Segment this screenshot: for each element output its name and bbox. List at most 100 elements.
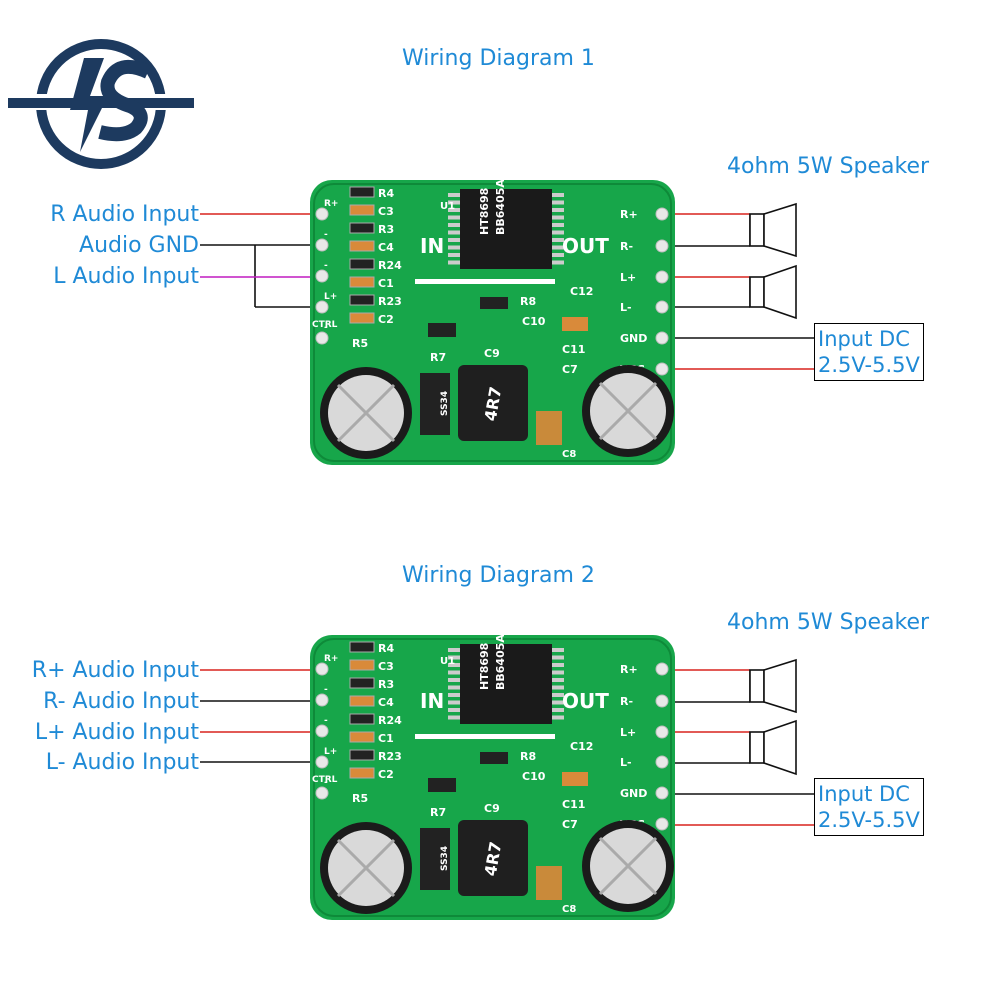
component-label: R24 bbox=[378, 714, 402, 727]
left-pad bbox=[315, 331, 329, 345]
c10-label: C10 bbox=[522, 315, 546, 328]
in-label: IN bbox=[420, 234, 444, 258]
right-pad bbox=[655, 662, 669, 676]
chip-text-1: HT8698 bbox=[478, 188, 491, 235]
right-pad bbox=[655, 270, 669, 284]
right-pad bbox=[655, 786, 669, 800]
d2-label-l-minus: L- Audio Input bbox=[45, 750, 199, 775]
c7-label: C7 bbox=[562, 818, 578, 831]
right-pad bbox=[655, 725, 669, 739]
brand-logo bbox=[8, 39, 194, 169]
component-label: C3 bbox=[378, 660, 394, 673]
smd-part bbox=[349, 731, 375, 743]
smd-part bbox=[349, 695, 375, 707]
diagram2-speaker-label: 4ohm 5W Speaker bbox=[727, 610, 930, 635]
tantalum-c8 bbox=[536, 411, 562, 445]
d1-label-r-audio-input: R Audio Input bbox=[50, 202, 199, 227]
d1-label-l-audio-input: L Audio Input bbox=[53, 264, 199, 289]
inductor bbox=[458, 820, 528, 896]
r7-label: R7 bbox=[430, 806, 446, 819]
d2-dc-line2: 2.5V-5.5V bbox=[818, 808, 920, 832]
r7-label: R7 bbox=[430, 351, 446, 364]
component-label: C2 bbox=[378, 768, 394, 781]
component-label: C1 bbox=[378, 277, 394, 290]
smd-part bbox=[349, 222, 375, 234]
left-pad bbox=[315, 300, 329, 314]
d2-speaker-right-icon bbox=[749, 658, 797, 714]
u1-label: U1 bbox=[440, 656, 455, 667]
d1-dc-input-box: Input DC 2.5V-5.5V bbox=[814, 323, 924, 381]
smd-r6 bbox=[428, 323, 456, 337]
right-pad bbox=[655, 362, 669, 376]
c12-label: C12 bbox=[570, 740, 593, 753]
right-pin-label: R+ bbox=[620, 208, 638, 221]
out-label: OUT bbox=[562, 234, 609, 258]
chip-text-1: HT8698 bbox=[478, 643, 491, 690]
c9-label: C9 bbox=[484, 802, 500, 815]
d2-label-r-plus: R+ Audio Input bbox=[31, 658, 199, 683]
r8-label: R8 bbox=[520, 750, 536, 763]
component-label: R23 bbox=[378, 750, 402, 763]
component-label: R4 bbox=[378, 642, 394, 655]
u1-label: U1 bbox=[440, 201, 455, 212]
component-label: R24 bbox=[378, 259, 402, 272]
c10-label: C10 bbox=[522, 770, 546, 783]
component-label: C1 bbox=[378, 732, 394, 745]
left-pin-label: L+ bbox=[324, 292, 337, 302]
c9-label: C9 bbox=[484, 347, 500, 360]
smd-part bbox=[349, 677, 375, 689]
tantalum-c8 bbox=[536, 866, 562, 900]
d1-speaker-left-icon bbox=[749, 264, 797, 320]
right-pad bbox=[655, 207, 669, 221]
smd-part bbox=[349, 186, 375, 198]
right-pin-label: GND bbox=[620, 332, 647, 345]
smd-part bbox=[349, 240, 375, 252]
component-label: R3 bbox=[378, 223, 394, 236]
component-label: R4 bbox=[378, 187, 394, 200]
smd-part bbox=[349, 641, 375, 653]
left-pin-label: R+ bbox=[324, 199, 338, 209]
diagram1-speaker-label: 4ohm 5W Speaker bbox=[727, 154, 930, 179]
smd-part bbox=[349, 659, 375, 671]
smd-part bbox=[349, 713, 375, 725]
left-pad bbox=[315, 786, 329, 800]
left-pad bbox=[315, 238, 329, 252]
right-pin-label: GND bbox=[620, 787, 647, 800]
right-pin-label: L+ bbox=[620, 726, 636, 739]
chip-text-2: BB6405A bbox=[494, 634, 507, 690]
right-pad bbox=[655, 694, 669, 708]
c7-label: C7 bbox=[562, 363, 578, 376]
left-pad bbox=[315, 755, 329, 769]
left-pin-label: - bbox=[324, 261, 328, 271]
right-pad bbox=[655, 755, 669, 769]
diagram1-title: Wiring Diagram 1 bbox=[402, 46, 595, 71]
right-pad bbox=[655, 300, 669, 314]
smd-r8 bbox=[480, 297, 508, 309]
component-label: C2 bbox=[378, 313, 394, 326]
right-pad bbox=[655, 817, 669, 831]
smd-r6 bbox=[428, 778, 456, 792]
diagram2-title: Wiring Diagram 2 bbox=[402, 563, 595, 588]
right-pad bbox=[655, 331, 669, 345]
r5-label: R5 bbox=[352, 792, 368, 805]
diode-ss34 bbox=[420, 373, 450, 435]
c8-label: C8 bbox=[562, 904, 576, 915]
cap-c11 bbox=[562, 772, 588, 786]
ctrl-label: CTRL bbox=[312, 320, 338, 330]
left-pin-label: L+ bbox=[324, 747, 337, 757]
right-pad bbox=[655, 239, 669, 253]
component-label: R23 bbox=[378, 295, 402, 308]
cap-c11 bbox=[562, 317, 588, 331]
pcb-svg: R+--L+-CTRLR+R-L+L-GNDVCCR4C3R3C4R24C1R2… bbox=[310, 634, 675, 920]
left-pin-label: - bbox=[324, 323, 328, 333]
d2-speaker-left-icon bbox=[749, 719, 797, 776]
left-pad bbox=[315, 662, 329, 676]
right-pin-label: R- bbox=[620, 240, 633, 253]
out-label: OUT bbox=[562, 689, 609, 713]
pcb-svg: R+--L+-CTRLR+R-L+L-GNDVCCR4C3R3C4R24C1R2… bbox=[310, 179, 675, 465]
silkscreen-line bbox=[415, 734, 555, 739]
smd-part bbox=[349, 294, 375, 306]
smd-part bbox=[349, 258, 375, 270]
component-label: C3 bbox=[378, 205, 394, 218]
